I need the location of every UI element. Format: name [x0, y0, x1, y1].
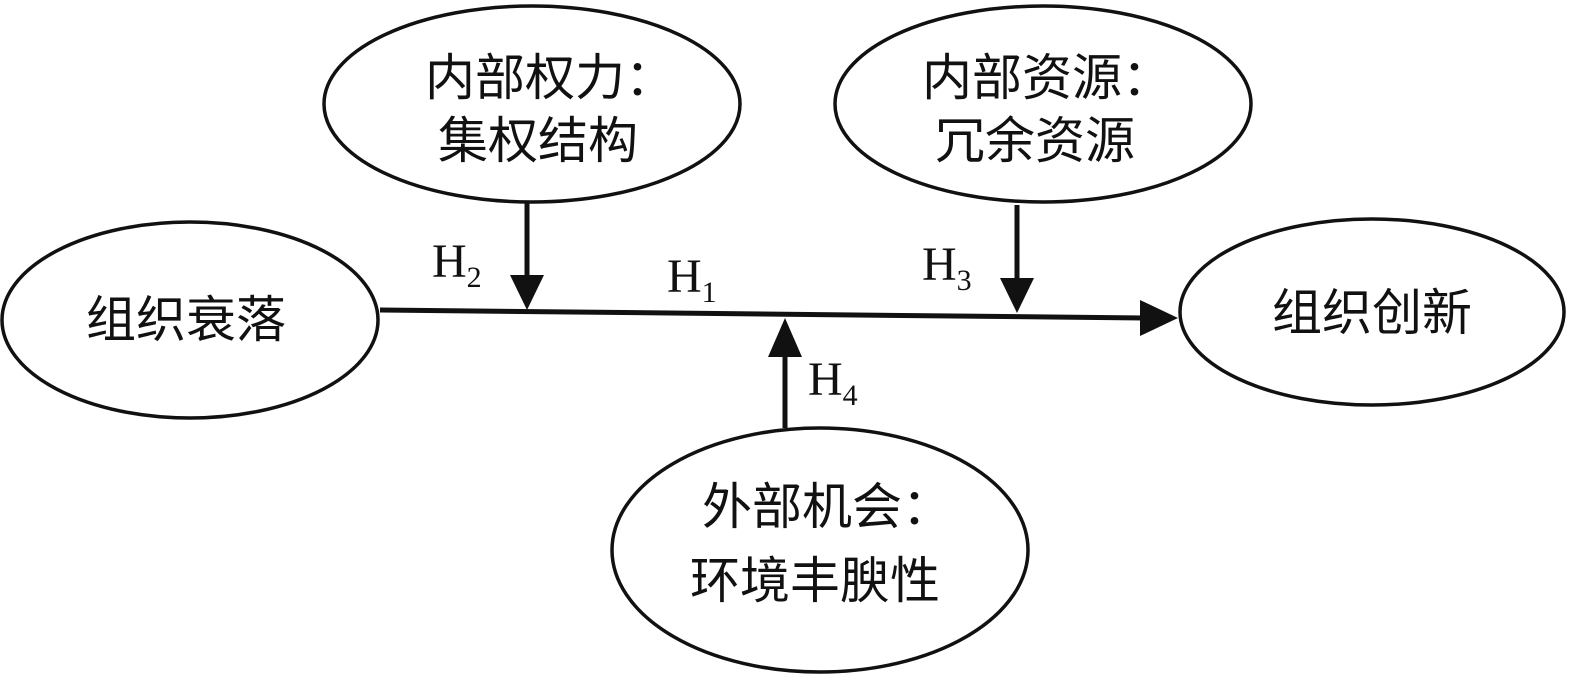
- h3-moderator-arrowhead: [1000, 278, 1034, 313]
- external-opportunity-line2: 环境丰腴性: [690, 552, 940, 610]
- internal-power-line2: 集权结构: [438, 112, 638, 170]
- h4-letter: H: [808, 353, 843, 406]
- h3-label: H3: [922, 238, 972, 297]
- external-opportunity-line1: 外部机会：: [702, 478, 952, 536]
- h3-sub: 3: [957, 264, 972, 297]
- internal-resource-line2: 冗余资源: [935, 112, 1135, 170]
- h4-moderator-arrowhead: [768, 318, 802, 357]
- main-path-arrowhead: [1140, 300, 1178, 336]
- h2-moderator-arrowhead: [510, 275, 544, 310]
- h2-letter: H: [432, 235, 467, 288]
- h2-sub: 2: [467, 261, 482, 294]
- h2-label: H2: [432, 235, 482, 294]
- node-internal-resource: 内部资源： 冗余资源: [833, 4, 1253, 204]
- h1-sub: 1: [702, 276, 717, 309]
- h1-letter: H: [667, 250, 702, 303]
- internal-power-line1: 内部权力：: [425, 49, 675, 107]
- node-innovation: 组织创新: [1178, 217, 1566, 407]
- h4-label: H4: [808, 353, 858, 412]
- h4-sub: 4: [843, 379, 858, 412]
- node-internal-power: 内部权力： 集权结构: [322, 4, 742, 204]
- node-external-opportunity: 外部机会： 环境丰腴性: [610, 426, 1030, 674]
- node-decline: 组织衰落: [0, 220, 380, 420]
- h1-label: H1: [667, 250, 717, 309]
- internal-resource-line1: 内部资源：: [922, 49, 1172, 107]
- h3-letter: H: [922, 238, 957, 291]
- innovation-label: 组织创新: [1272, 284, 1472, 342]
- decline-label: 组织衰落: [86, 291, 286, 349]
- main-path-line: [379, 307, 1146, 321]
